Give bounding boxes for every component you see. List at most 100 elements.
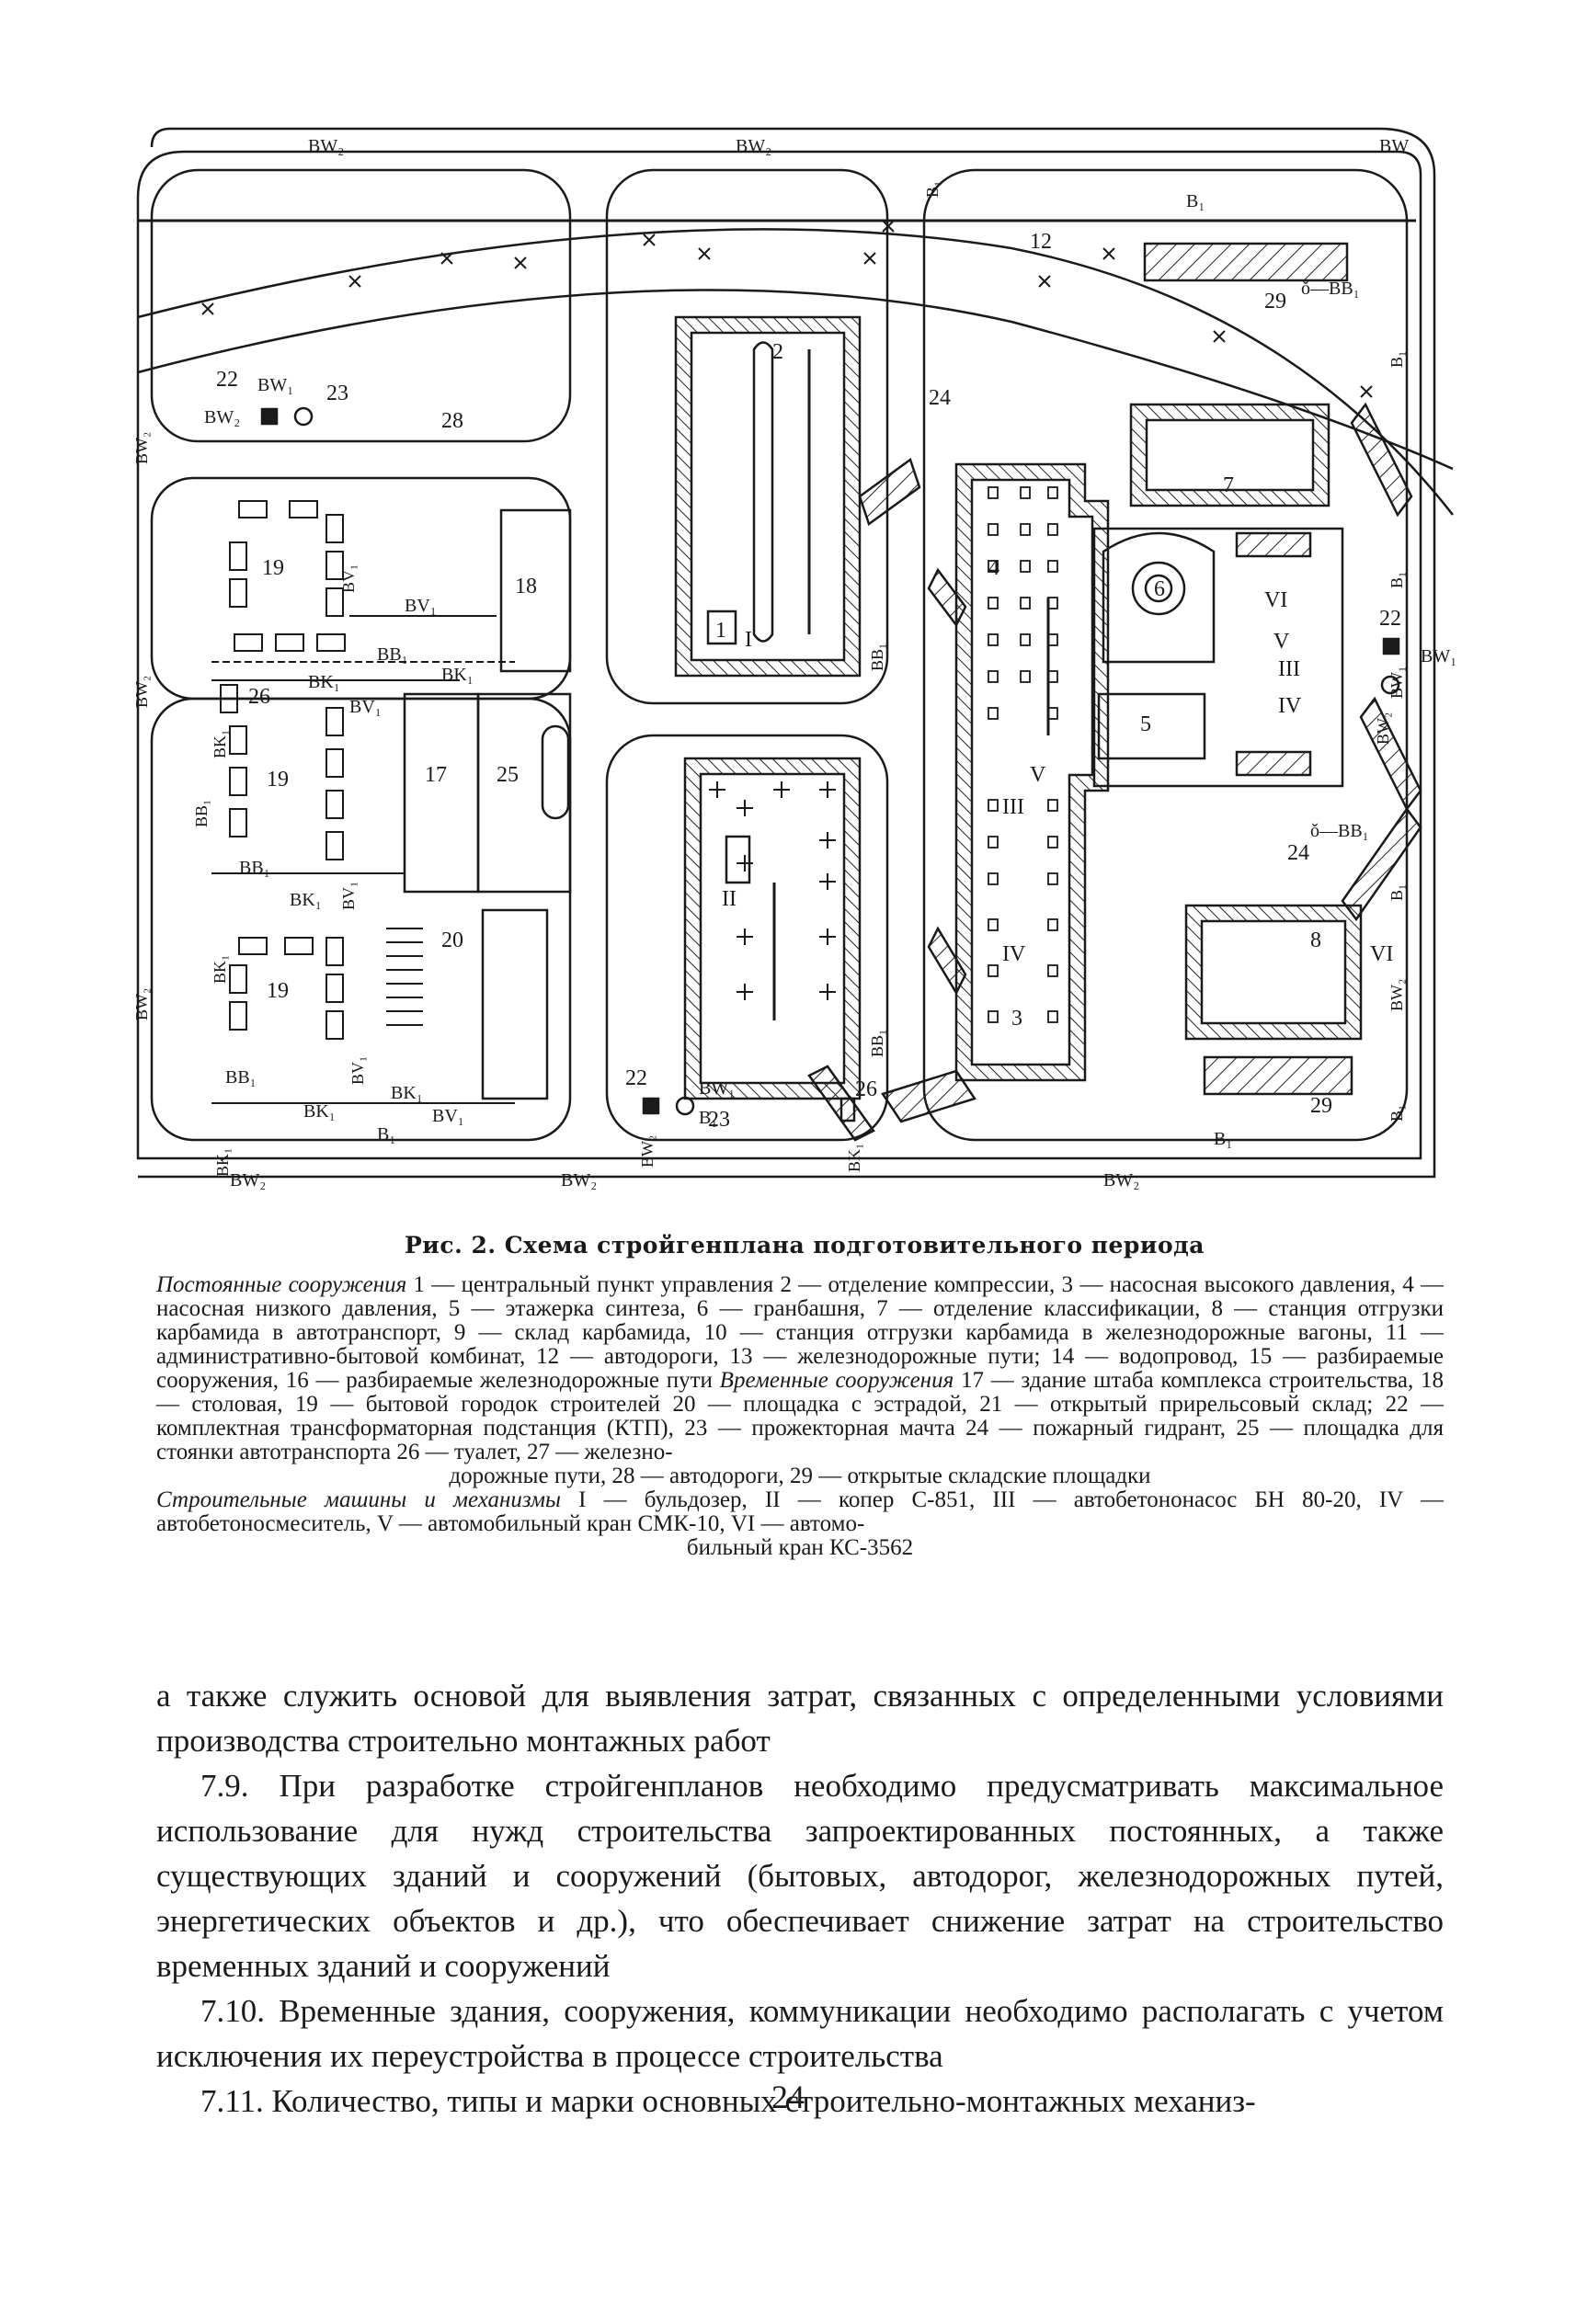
label-bv1-vert-1: BV₁ — [339, 564, 358, 593]
label-bw2-bottom-left: BW₂ — [230, 1170, 266, 1190]
label-bw1-left: BW₁ — [257, 375, 293, 395]
label-bw2-left-2: BW₂ — [132, 676, 151, 708]
paragraph-1: а также служить основой для выявления за… — [156, 1678, 1444, 1759]
label-bb1-3: BB₁ — [225, 1067, 257, 1088]
num-23-b: 23 — [708, 1108, 730, 1132]
roman-II: II — [722, 887, 737, 911]
figure-legend: Постоянные сооружения 1 — центральный пу… — [156, 1273, 1444, 1560]
num-5: 5 — [1140, 712, 1151, 736]
label-b1-vert-right-2: B₁ — [1388, 351, 1406, 368]
label-bw2-top-left: BW₂ — [308, 136, 344, 156]
num-12: 12 — [1030, 230, 1052, 254]
label-b1-vert-right-5: B₁ — [1388, 884, 1406, 901]
num-18: 18 — [515, 575, 537, 598]
num-22-c: 22 — [1379, 607, 1401, 631]
label-bk1-vert-2: BK₁ — [211, 955, 229, 984]
label-b1-vert-right: B₁ — [923, 181, 942, 198]
label-bw2-top-center: BW₂ — [736, 136, 771, 156]
water-main-outer — [138, 127, 1436, 1179]
num-4: 4 — [988, 556, 999, 580]
legend-machines-tail: бильный кран КС-3562 — [686, 1535, 914, 1560]
block-center-top — [605, 168, 889, 705]
label-b1-vert-right-3: B₁ — [1388, 572, 1406, 588]
label-bb1-vert-center-2: BB₁ — [868, 1030, 886, 1057]
legend-machines-text: I — бульдозер, II — копер С-851, III — а… — [156, 1487, 1445, 1536]
num-22-b: 22 — [625, 1066, 647, 1090]
page-number: 24 — [771, 2079, 805, 2115]
num-20: 20 — [441, 928, 463, 952]
block-right — [922, 168, 1409, 1142]
storage-29-bottom — [1203, 1055, 1353, 1096]
roman-IV: IV — [1002, 942, 1026, 966]
label-bb1-vert-center: BB₁ — [868, 644, 886, 671]
label-bb1-2: BB₁ — [239, 858, 270, 878]
legend-permanent-heading: Постоянные сооружения — [156, 1272, 407, 1297]
roman-IV-b: IV — [1278, 694, 1302, 718]
figure-caption: Рис. 2. Схема стройгенплана подготовител… — [405, 1232, 1205, 1259]
num-6: 6 — [1154, 577, 1165, 601]
roman-VI-b: VI — [1264, 588, 1287, 612]
label-bw2-bottom-center: BW₂ — [561, 1170, 597, 1190]
roman-III: III — [1002, 795, 1024, 819]
block-housing-lower — [150, 697, 572, 1142]
num-28: 28 — [441, 409, 463, 433]
label-bw2-vert-right-2: BW₂ — [1374, 712, 1392, 745]
roman-I: I — [745, 628, 752, 652]
label-bb1-1: BB₁ — [377, 644, 408, 665]
label-bb1-hydrant: ǒ—BB₁ — [1301, 279, 1360, 299]
label-bk1-3: BK₁ — [290, 890, 322, 910]
label-bv1-vert-2: BV₁ — [339, 882, 358, 910]
building-17 — [403, 692, 480, 894]
num-17: 17 — [425, 763, 447, 787]
num-3: 3 — [1011, 1007, 1022, 1031]
label-b1-left: B₁ — [377, 1124, 395, 1145]
label-bv1-3: BV₁ — [432, 1106, 464, 1126]
num-22-a: 22 — [216, 368, 238, 392]
label-bk1-vert-center: BK₁ — [845, 1144, 863, 1172]
roman-V-b: V — [1273, 630, 1290, 654]
storage-29-top — [1143, 242, 1349, 282]
legend-machines-heading: Строительные машины и механизмы — [156, 1487, 561, 1512]
label-bw1-right: BW₁ — [1421, 646, 1456, 666]
roman-VI: VI — [1370, 942, 1393, 966]
num-19-c: 19 — [267, 979, 289, 1003]
building-5-frame — [1092, 527, 1344, 788]
num-26-a: 26 — [248, 685, 270, 709]
legend-temporary-tail: дорожные пути, 28 — автодороги, 29 — отк… — [449, 1464, 1151, 1488]
label-bw1-center: BW₁ — [699, 1078, 735, 1099]
label-b1-vert-right-4: B₁ — [1388, 1105, 1406, 1122]
label-bw-top-right: BW — [1379, 136, 1409, 156]
label-b1-bottom: B₁ — [1214, 1129, 1232, 1149]
legend-temporary-heading: Временные сооружения — [719, 1368, 954, 1393]
roman-V: V — [1030, 763, 1046, 787]
label-bw2-vert-center: BW₂ — [638, 1135, 657, 1168]
railway-curve-1 — [137, 228, 1454, 516]
label-b1-center: B₁ — [699, 1108, 717, 1128]
building-25 — [476, 692, 572, 894]
num-19-b: 19 — [267, 768, 289, 792]
label-bw2-vert-right: BW₂ — [1388, 979, 1406, 1011]
label-bw2-left-inner: BW₂ — [204, 407, 240, 427]
num-29-a: 29 — [1264, 290, 1286, 313]
building-5 — [1097, 692, 1206, 760]
block-28 — [150, 168, 572, 443]
num-2: 2 — [772, 340, 783, 364]
label-bw2-bottom-right: BW₂ — [1103, 1170, 1139, 1190]
body-text: а также служить основой для выявления за… — [156, 1673, 1444, 2124]
label-bw1-vert-right: BW₁ — [1388, 666, 1406, 699]
block-center-bottom — [605, 734, 889, 1142]
num-25: 25 — [497, 763, 519, 787]
label-bw2-left-3: BW₂ — [132, 988, 151, 1020]
label-bw2-left-1: BW₂ — [132, 432, 151, 464]
legend-permanent-text: 1 — центральный пункт управления 2 — отд… — [156, 1272, 1444, 1393]
num-7: 7 — [1223, 473, 1234, 497]
label-b1-top: B₁ — [1186, 191, 1205, 211]
label-bb1-vert-1: BB₁ — [192, 800, 211, 827]
num-23-a: 23 — [326, 382, 348, 405]
num-24-b: 24 — [1287, 841, 1309, 865]
label-bk1-5: BK₁ — [391, 1083, 423, 1103]
building-6 — [1102, 531, 1216, 664]
legend-temporary-text: 17 — здание штаба комплекса строительств… — [156, 1368, 1444, 1464]
building-18 — [499, 508, 572, 673]
site-plan-drawing: BW₂ BW₂ BW B₁ ǒ—BB₁ BW₁ ǒ—BB₁ BW₂ BW₂ BW… — [132, 127, 1456, 1190]
